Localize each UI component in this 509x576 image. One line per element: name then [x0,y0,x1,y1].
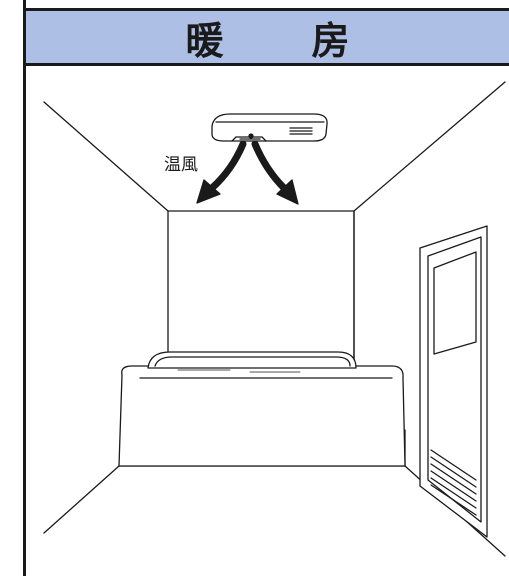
door [419,225,488,538]
header-banner: 暖 房 [23,8,509,66]
frame-left-border [23,0,26,576]
back-wall [167,210,355,367]
title-char-2: 房 [311,18,350,63]
bathtub [118,351,406,467]
ceiling-edge-right [353,81,506,212]
ceiling-heater [211,113,328,142]
floor-edge-left [43,465,120,534]
page-title: 暖 房 [26,11,509,63]
door-vent [430,449,477,516]
door-window [433,251,477,355]
title-char-1: 暖 [185,18,224,63]
ceiling-edge-left [43,101,169,212]
airflow-label: 温風 [164,155,198,175]
airflow-arrows [196,140,299,205]
